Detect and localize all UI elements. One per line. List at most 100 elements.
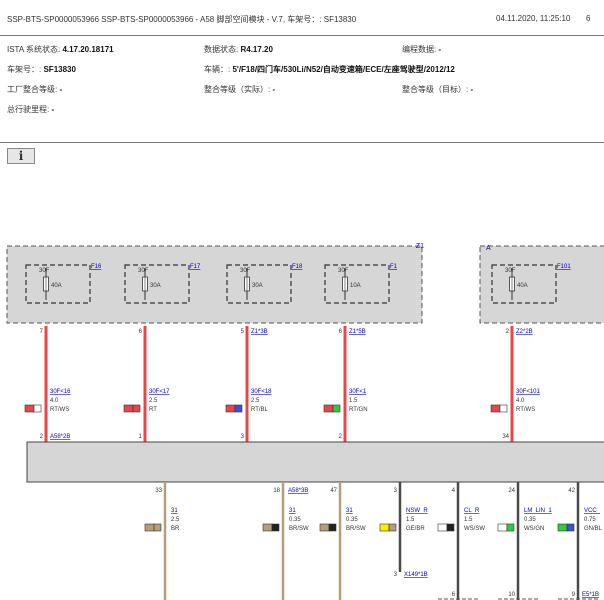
wire-color-swatch <box>24 404 35 413</box>
wire-id-link[interactable]: 31 <box>346 508 353 514</box>
wire-gauge: 2.5 <box>171 517 180 523</box>
module-pin-number: 18 <box>273 488 280 494</box>
fuse-name-link[interactable]: F1 <box>390 264 398 270</box>
fuse-amperage: 30A <box>252 283 263 289</box>
factory-integration-level: 工厂整合等级: - <box>7 85 63 94</box>
module-pin-number: 4 <box>452 488 456 494</box>
wire-id-link[interactable]: 30F<1 <box>349 389 367 395</box>
connector-link[interactable]: Z1*5B <box>349 329 366 335</box>
end-pin-number: 9 <box>572 592 576 598</box>
fuse-code: 30F <box>505 268 516 274</box>
fuse-carrier-z1-label[interactable]: Z1 <box>416 243 424 250</box>
connector-pin-number: 7 <box>40 329 44 335</box>
wire-color-swatch <box>437 523 448 532</box>
fuse-code: 30F <box>39 268 50 274</box>
fuse-carrier-z2-label[interactable]: A <box>486 245 491 252</box>
wire-gauge: 2.5 <box>149 398 158 404</box>
connector-link[interactable]: Z1*3B <box>251 329 268 335</box>
wire-color-swatch <box>33 404 42 413</box>
wire-color-swatch <box>225 404 236 413</box>
wire-color-swatch <box>506 523 515 532</box>
page-number: 6 <box>586 14 591 23</box>
wire-id-link[interactable]: CL_R <box>464 508 480 514</box>
wire-color-swatch <box>446 523 455 532</box>
wire-gauge: 2.5 <box>251 398 260 404</box>
wire-id-link[interactable]: 30F<16 <box>50 389 71 395</box>
wire-gauge: 0.35 <box>346 517 358 523</box>
fuse-box <box>324 264 390 304</box>
wire-color-code: RT/WS <box>516 407 535 413</box>
wire-color-swatch <box>497 523 508 532</box>
wire-id-link[interactable]: 31 <box>171 508 178 514</box>
data-status: 数据状态: R4.17.20 <box>204 45 273 54</box>
wire-color-swatch <box>132 404 141 413</box>
fuse-name-link[interactable]: F18 <box>292 264 303 270</box>
fuse-code: 30F <box>240 268 251 274</box>
wire-color-swatch <box>557 523 568 532</box>
wire-gauge: 1.5 <box>464 517 473 523</box>
wire-color-code: WS/SW <box>464 526 485 532</box>
wire-gauge: 1.5 <box>349 398 358 404</box>
wire-id-link[interactable]: LM_LIN_1 <box>524 508 552 514</box>
end-pin-number: 6 <box>452 592 456 598</box>
module-pin-number: 3 <box>241 434 245 440</box>
actual-integration-level: 整合等级（实际）: - <box>204 85 276 94</box>
wire-color-code: RT/BL <box>251 407 269 413</box>
connector-pin-number: 6 <box>139 329 143 335</box>
module-pin-number: 42 <box>568 488 575 494</box>
target-integration-level: 整合等级（目标）: - <box>402 85 474 94</box>
wire-color-code: GN/BL <box>584 526 603 532</box>
fuse-box <box>124 264 190 304</box>
module-pin-number: 24 <box>508 488 515 494</box>
header-divider <box>0 35 604 36</box>
fuse-name-link[interactable]: F16 <box>91 264 102 270</box>
wire-color-swatch <box>388 523 397 532</box>
module-connector-link[interactable]: A58*2B <box>50 434 70 440</box>
wire-color-code: BR/SW <box>289 526 309 532</box>
fuse-name-link[interactable]: F17 <box>190 264 201 270</box>
end-connector-link[interactable]: E5*1B <box>582 592 599 598</box>
module-pin-number: 33 <box>155 488 162 494</box>
programming-data: 编程数据: - <box>402 45 442 54</box>
info-divider <box>0 142 604 143</box>
info-button[interactable]: i <box>7 148 35 164</box>
wire-id-link[interactable]: VCC_ <box>584 508 601 514</box>
wire-color-code: BR <box>171 526 180 532</box>
wire-color-code: WS/GN <box>524 526 544 532</box>
fuse-amperage: 40A <box>51 283 62 289</box>
module-pin-number: 47 <box>330 488 337 494</box>
wire-color-code: GE/BR <box>406 526 425 532</box>
wire-color-swatch <box>566 523 575 532</box>
wire-color-swatch <box>234 404 243 413</box>
print-datetime: 04.11.2020, 11:25:10 <box>496 14 571 23</box>
wire-id-link[interactable]: 30F<18 <box>251 389 272 395</box>
module-connector-link[interactable]: A58*3B <box>288 488 308 494</box>
connector-pin-number: 5 <box>241 329 245 335</box>
fuse-name-link[interactable]: F101 <box>557 264 571 270</box>
fuse-box <box>25 264 91 304</box>
wire-gauge: 1.5 <box>406 517 415 523</box>
wire-gauge: 0.75 <box>584 517 596 523</box>
wire-color-swatch <box>499 404 508 413</box>
wire-id-link[interactable]: 30F<101 <box>516 389 541 395</box>
wire-id-link[interactable]: 31 <box>289 508 296 514</box>
vin: 车架号：: SF13830 <box>7 65 76 74</box>
module-pin-number: 3 <box>394 488 398 494</box>
wire-color-swatch <box>262 523 273 532</box>
fuse-code: 30F <box>338 268 349 274</box>
connector-link[interactable]: Z2*2B <box>516 329 533 335</box>
wire-id-link[interactable]: NSW_R <box>406 508 428 514</box>
end-pin-number: 10 <box>508 592 515 598</box>
end-connector-link[interactable]: X149*1B <box>404 572 428 578</box>
wire-color-code: RT <box>149 407 157 413</box>
vehicle: 车辆：: 5'/F18/四门车/530Li/N52/自动变速箱/ECE/左座驾驶… <box>204 65 455 74</box>
wire-gauge: 4.0 <box>516 398 525 404</box>
wire-color-swatch <box>144 523 155 532</box>
wire-gauge: 0.35 <box>524 517 536 523</box>
wire-gauge: 4.0 <box>50 398 59 404</box>
wire-id-link[interactable]: 30F<17 <box>149 389 170 395</box>
connector-pin-number: 2 <box>506 329 510 335</box>
wire-color-swatch <box>153 523 162 532</box>
wire-color-code: BR/SW <box>346 526 366 532</box>
